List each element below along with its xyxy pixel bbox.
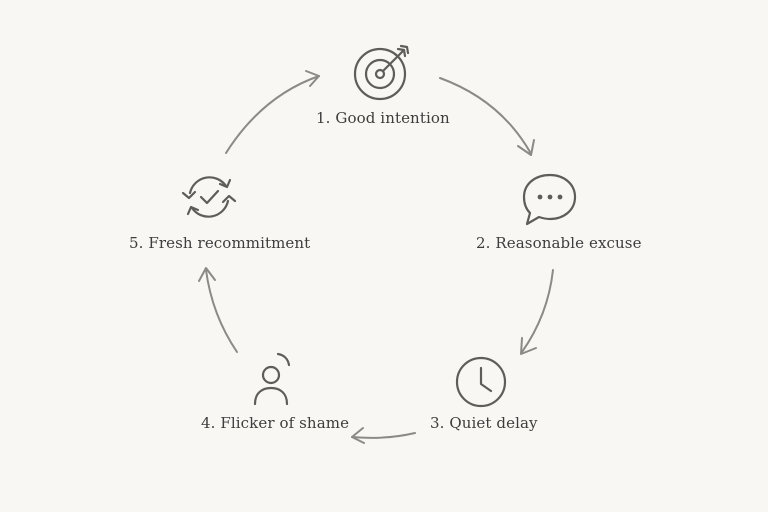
step-label: 4. Flicker of shame bbox=[201, 414, 350, 432]
target-arrow-icon bbox=[350, 42, 414, 106]
step-label: 5. Fresh recommitment bbox=[129, 234, 311, 252]
arrow-4-to-5 bbox=[198, 267, 238, 353]
step-label: 3. Quiet delay bbox=[430, 414, 538, 432]
arrow-2-to-3 bbox=[520, 269, 554, 355]
step-label: 1. Good intention bbox=[316, 109, 450, 127]
refresh-check-icon bbox=[178, 171, 240, 223]
person-icon bbox=[250, 350, 296, 408]
arrow-3-to-4 bbox=[351, 427, 416, 444]
step-label: 2. Reasonable excuse bbox=[476, 234, 642, 252]
chat-bubble-icon bbox=[521, 172, 579, 228]
arrow-5-to-1 bbox=[225, 70, 320, 154]
clock-icon bbox=[454, 355, 508, 409]
arrow-1-to-2 bbox=[439, 77, 535, 156]
